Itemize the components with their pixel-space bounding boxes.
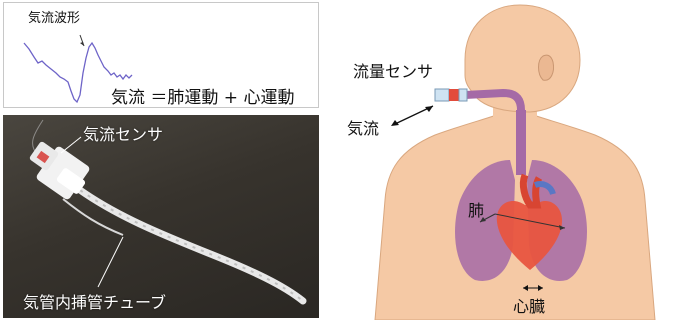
airflow-sensor-label: 気流センサ [83, 125, 164, 144]
airflow-waveform [23, 34, 133, 104]
waveform-title: 気流波形 [28, 11, 81, 26]
tube-photo-panel: 気流センサ 気管内挿管チューブ [3, 115, 319, 318]
heart-label: 心臓 [513, 297, 546, 316]
airflow-label: 気流 [347, 119, 380, 138]
anatomy-diagram: 流量センサ 気流 肺 心臓 [325, 0, 674, 320]
human-torso-illustration [374, 4, 656, 320]
airflow-formula: 気流 ＝肺運動 + 心運動 [111, 88, 295, 108]
lung-label: 肺 [468, 201, 485, 220]
endotracheal-tube-photo [29, 119, 307, 305]
waveform-panel: 気流波形 気流 ＝肺運動 + 心運動 [3, 2, 319, 108]
flow-sensor-label: 流量センサ [353, 62, 434, 81]
endotracheal-tube-label: 気管内挿管チューブ [23, 293, 167, 312]
